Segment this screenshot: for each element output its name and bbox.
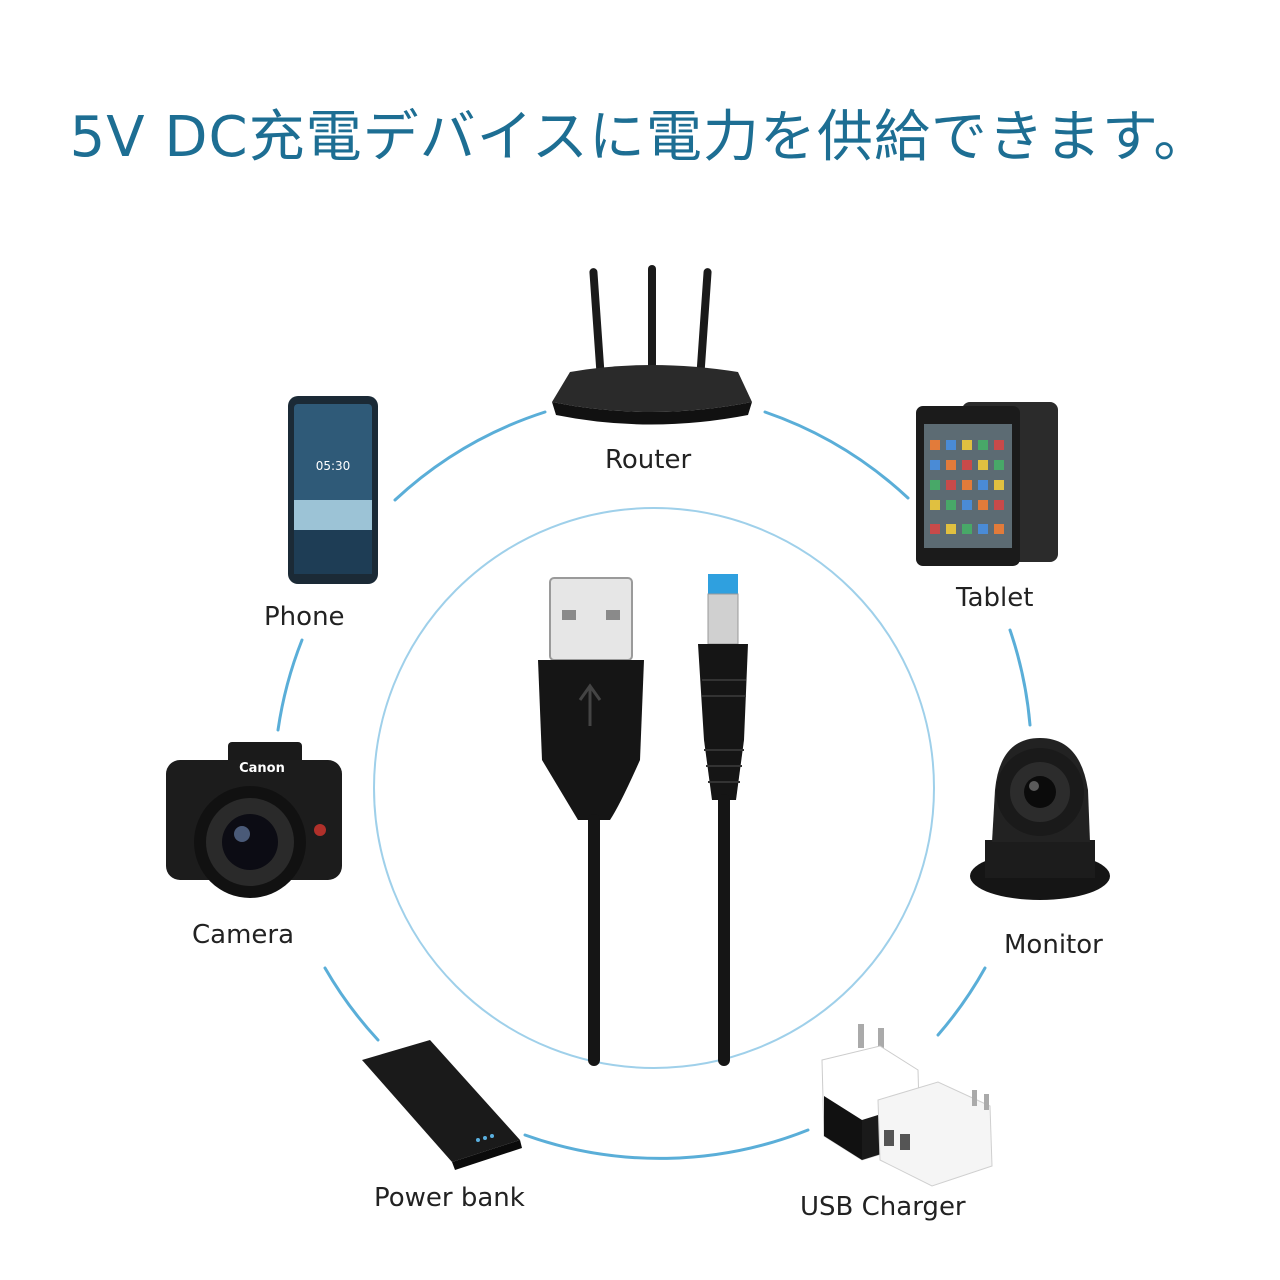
router-icon [552, 265, 752, 425]
label-monitor: Monitor [1004, 930, 1103, 960]
label-camera: Camera [192, 920, 295, 950]
label-phone: Phone [264, 602, 345, 632]
ring-arc-camera-phone [276, 638, 304, 732]
ring-arc-charger-bank [523, 1128, 810, 1160]
headline: 5V DC充電デバイスに電力を供給できます。 [69, 105, 1211, 170]
ring-arc-tablet-monitor [1008, 628, 1032, 727]
ring-arc-router-tablet [763, 410, 910, 500]
label-usb-charger: USB Charger [800, 1192, 966, 1222]
ring-arc-monitor-charger [936, 966, 987, 1037]
inner-circle [373, 507, 935, 1069]
phone-time: 05:30 [316, 459, 351, 473]
tablet-icon [916, 402, 1058, 566]
usb-to-dc-cable-icon [538, 574, 748, 1066]
label-tablet: Tablet [956, 583, 1034, 613]
label-power-bank: Power bank [374, 1183, 525, 1213]
power-bank-icon [362, 1040, 522, 1170]
camera-icon: Canon [166, 742, 342, 898]
phone-icon: 05:30 [288, 396, 378, 584]
outer-ring [276, 410, 1032, 1160]
label-router: Router [605, 445, 692, 475]
ring-arc-phone-router [393, 410, 547, 502]
security-camera-icon [970, 738, 1110, 900]
ring-arc-bank-camera [323, 966, 380, 1042]
camera-brand: Canon [239, 761, 285, 776]
usb-charger-icon [821, 1024, 993, 1187]
